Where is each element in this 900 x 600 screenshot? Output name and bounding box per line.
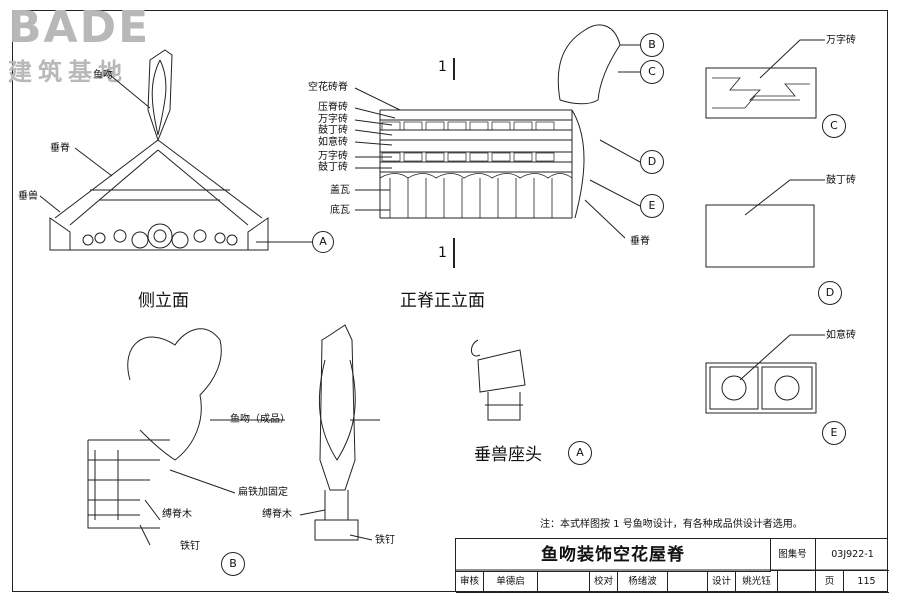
label-chuiji-top: 垂脊 [50, 143, 70, 154]
drawing-title: 鱼吻装饰空花屋脊 [456, 539, 771, 572]
review-name: 单德启 [484, 571, 538, 593]
label-chuishou: 垂兽 [18, 191, 38, 202]
design-label: 设计 [708, 571, 736, 593]
design-signature [778, 571, 816, 593]
callout-c-detail: C [822, 114, 846, 138]
caption-side-elevation: 侧立面 [138, 291, 189, 311]
callout-e-front: E [640, 194, 664, 218]
review-signature [538, 571, 590, 593]
label-diwa: 底瓦 [330, 205, 350, 216]
label-kongjiazhuan: 空花砖脊 [308, 82, 348, 93]
callout-a-side: A [312, 231, 334, 253]
section-mark-top: 1 [438, 59, 447, 75]
label-chuiji-right: 垂脊 [630, 236, 650, 247]
title-block: 鱼吻装饰空花屋脊 图集号 03J922-1 审核 单德启 校对 杨绪波 设计 姚… [455, 538, 889, 593]
callout-e-detail: E [822, 421, 846, 445]
note-text: 注：本式样图按 1 号鱼吻设计，有各种成品供设计者选用。 [540, 519, 803, 530]
label-detail-wanzi: 万字砖 [826, 35, 856, 46]
callout-a-detail: A [568, 441, 592, 465]
label-wanzizhuan-1: 万字砖 [318, 114, 348, 125]
label-wanzizhuan-2: 万字砖 [318, 151, 348, 162]
callout-d-front: D [640, 150, 664, 174]
check-label: 校对 [590, 571, 618, 593]
label-fujimu-right: 缚脊木 [262, 509, 292, 520]
check-signature [668, 571, 708, 593]
label-yajizhuan: 压脊砖 [318, 102, 348, 113]
page-number: 115 [844, 571, 889, 593]
drawing-frame [12, 10, 888, 592]
section-mark-bottom: 1 [438, 245, 447, 261]
label-tieding-left: 铁钉 [180, 541, 200, 552]
label-fujimu-left: 缚脊木 [162, 509, 192, 520]
label-bianjie: 扁铁加固定 [238, 487, 288, 498]
caption-chuishou-seat: 垂兽座头 [474, 445, 542, 465]
page-label: 页 [816, 571, 844, 593]
callout-b-detail: B [221, 552, 245, 576]
caption-front-elevation: 正脊正立面 [400, 291, 485, 311]
atlas-label: 图集号 [770, 539, 816, 571]
label-detail-ruyi: 如意砖 [826, 330, 856, 341]
atlas-number: 03J922-1 [816, 539, 889, 571]
callout-c-front: C [640, 60, 664, 84]
label-detail-guding: 鼓丁砖 [826, 175, 856, 186]
callout-b-front: B [640, 33, 664, 57]
check-name: 杨绪波 [618, 571, 668, 593]
label-guding-2: 鼓丁砖 [318, 162, 348, 173]
label-gaiwa: 盖瓦 [330, 185, 350, 196]
logo-brand: BADE [8, 2, 151, 53]
logo-chinese: 建筑基地 [8, 58, 128, 86]
label-guding-1: 鼓丁砖 [318, 125, 348, 136]
callout-d-detail: D [818, 281, 842, 305]
label-yuwen-left: 鱼吻 [93, 70, 113, 81]
label-yuwen-product: 鱼吻（成品） [230, 414, 290, 425]
design-name: 姚光钰 [736, 571, 778, 593]
review-label: 审核 [456, 571, 484, 593]
watermark-logo: BADE 建筑基地 [8, 2, 178, 86]
label-tieding-right: 铁钉 [375, 535, 395, 546]
label-ruyi: 如意砖 [318, 137, 348, 148]
